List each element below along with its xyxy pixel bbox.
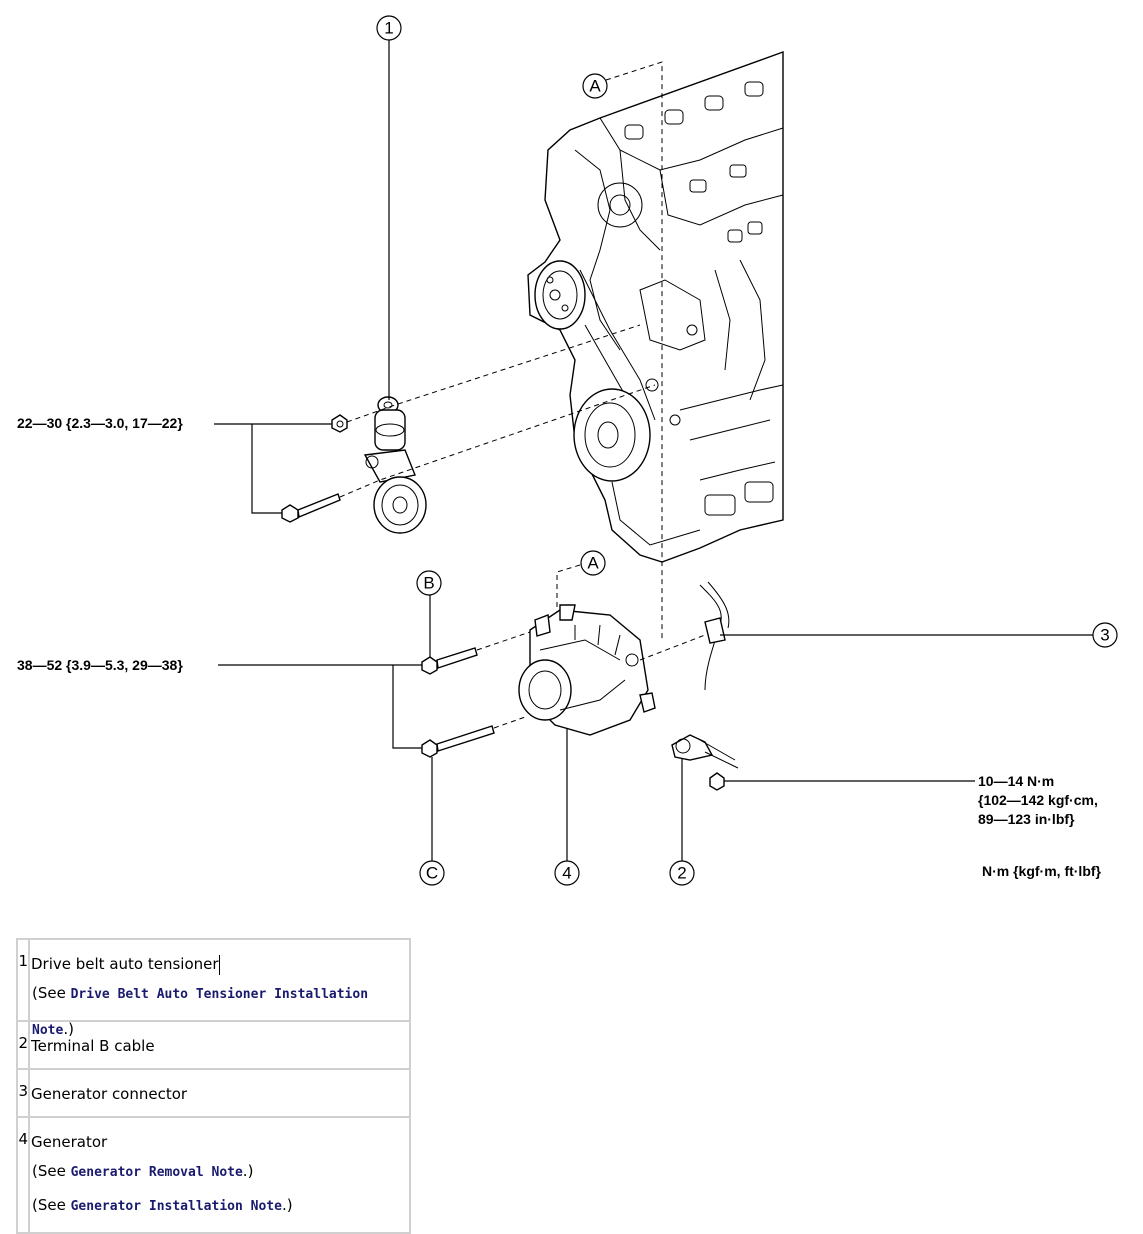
- svg-text:B: B: [423, 574, 434, 593]
- text-cursor: [218, 954, 220, 975]
- part-description: Generator connector: [28, 1068, 411, 1118]
- svg-text:A: A: [589, 77, 601, 96]
- table-row: 2 Terminal B cable: [16, 1020, 411, 1070]
- terminal-b-cable-illustration: [671, 734, 739, 791]
- callout-c: C: [419, 860, 445, 886]
- link-tensioner-installation-note[interactable]: Drive Belt Auto Tensioner Installation N…: [32, 987, 369, 1038]
- parts-table: 1 Drive belt auto tensioner (See Drive B…: [16, 938, 411, 1234]
- drive-belt-auto-tensioner: [281, 396, 427, 534]
- part-number: 3: [16, 1068, 30, 1118]
- torque-terminal-line1: 10—14 N·m: [978, 773, 1054, 789]
- generator-connector-illustration: [699, 581, 730, 691]
- reference-lines: [556, 61, 663, 640]
- svg-text:1: 1: [384, 19, 393, 38]
- torque-generator: 38—52 {3.9—5.3, 29—38}: [17, 657, 183, 673]
- exploded-diagram: 1 A A B 3 C 4 2 22—30 {2.3—3.0, 17—22} 3…: [17, 15, 1118, 886]
- callout-3: 3: [1092, 622, 1118, 648]
- torque-terminal-line3: 89—123 in·lbf}: [978, 811, 1075, 827]
- part-name: Generator connector: [31, 1085, 188, 1103]
- link-generator-installation-note[interactable]: Generator Installation Note: [70, 1199, 282, 1214]
- torque-terminal-line2: {102—142 kgf·cm,: [978, 792, 1098, 808]
- part-number: 1: [16, 938, 30, 1022]
- callout-a-upper: A: [582, 73, 608, 99]
- callout-b: B: [416, 570, 442, 596]
- svg-text:3: 3: [1100, 626, 1109, 645]
- callout-a-lower: A: [580, 550, 606, 576]
- svg-text:A: A: [587, 554, 599, 573]
- svg-text:4: 4: [562, 864, 571, 883]
- part-description: Generator (See Generator Removal Note.) …: [28, 1116, 411, 1234]
- part-number: 2: [16, 1020, 30, 1070]
- engine-block-illustration: [527, 51, 784, 563]
- table-row: 4 Generator (See Generator Removal Note.…: [16, 1116, 411, 1234]
- part-description: Drive belt auto tensioner (See Drive Bel…: [28, 938, 411, 1038]
- torque-tensioner: 22—30 {2.3—3.0, 17—22}: [17, 415, 183, 431]
- callout-2: 2: [669, 860, 695, 886]
- svg-text:C: C: [426, 864, 438, 883]
- svg-text:2: 2: [677, 864, 686, 883]
- leader-lines: [214, 40, 1093, 861]
- callout-1: 1: [376, 15, 402, 41]
- part-name: Generator: [31, 1133, 108, 1151]
- generator-bolts: [421, 647, 495, 758]
- link-generator-removal-note[interactable]: Generator Removal Note: [70, 1165, 243, 1180]
- see-note: (See Generator Installation Note.): [32, 1196, 293, 1214]
- part-name: Terminal B cable: [31, 1037, 155, 1055]
- generator-illustration: [518, 604, 656, 736]
- table-row: 3 Generator connector: [16, 1068, 411, 1118]
- see-note: (See Drive Belt Auto Tensioner Installat…: [32, 984, 369, 1038]
- part-number: 4: [16, 1116, 30, 1234]
- part-description: Terminal B cable: [28, 1020, 411, 1070]
- see-note: (See Generator Removal Note.): [32, 1162, 254, 1180]
- table-row: 1 Drive belt auto tensioner (See Drive B…: [16, 938, 411, 1038]
- callout-4: 4: [554, 860, 580, 886]
- torque-units: N·m {kgf·m, ft·lbf}: [982, 863, 1102, 879]
- part-name: Drive belt auto tensioner: [31, 955, 219, 973]
